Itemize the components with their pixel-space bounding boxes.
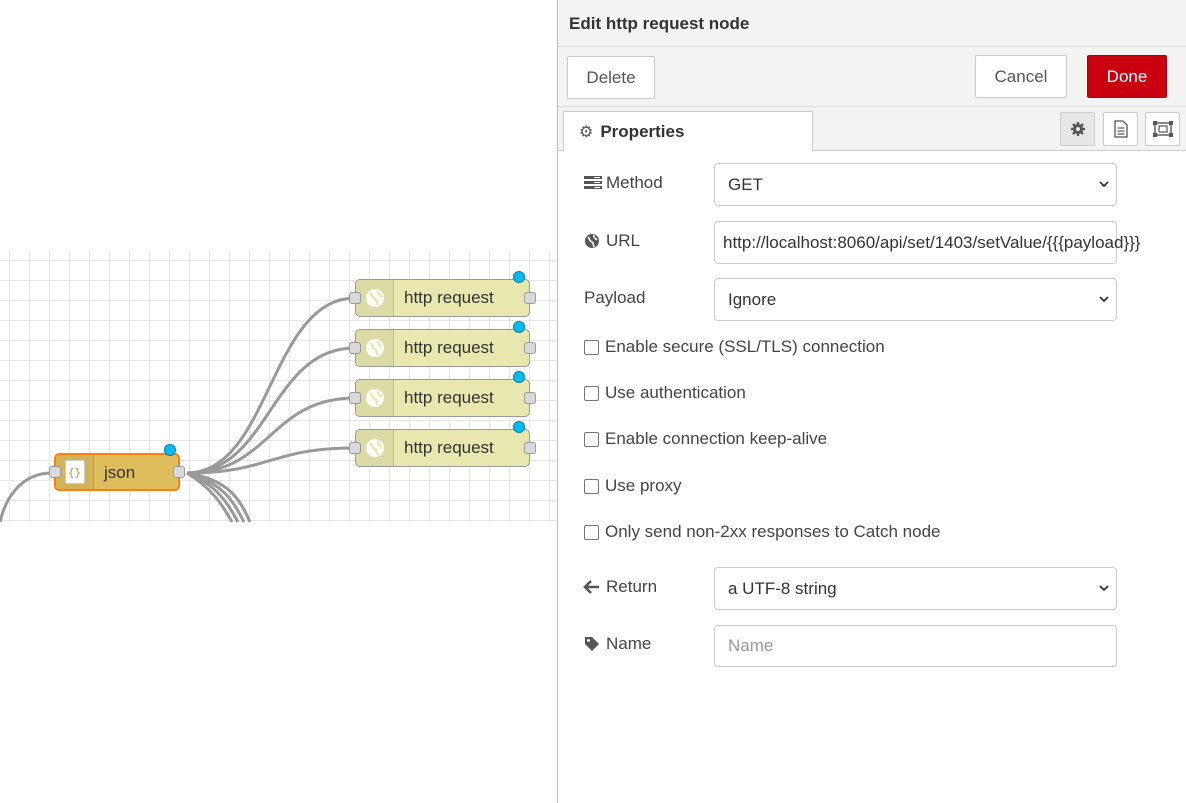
- wires: [0, 296, 356, 523]
- wire-json-to-http-4: [186, 446, 356, 475]
- node-label: json: [104, 463, 136, 482]
- node-label: http request: [404, 288, 494, 307]
- output-port[interactable]: [173, 466, 185, 478]
- chevron-down-icon: [1099, 296, 1109, 303]
- globe-icon: [584, 233, 604, 249]
- json-icon: {}: [56, 455, 94, 489]
- globe-icon: [356, 330, 394, 366]
- arrow-left-icon: [583, 580, 604, 594]
- gear-icon: ⚙: [579, 123, 594, 141]
- auth-checkbox[interactable]: [584, 385, 599, 401]
- wire-json-offscreen-4: [186, 471, 234, 523]
- url-label: URL: [584, 229, 640, 253]
- return-label: Return: [583, 575, 657, 599]
- http-request-node[interactable]: http request: [349, 371, 536, 417]
- return-select[interactable]: a UTF-8 string: [714, 567, 1117, 610]
- done-button[interactable]: Done: [1087, 55, 1167, 98]
- cancel-button[interactable]: Cancel: [975, 55, 1067, 98]
- name-input[interactable]: Name: [714, 625, 1117, 667]
- changed-indicator: [513, 421, 525, 433]
- edit-tray: Edit http request node Delete Cancel Don…: [557, 0, 1186, 803]
- tray-toolbar: Delete Cancel Done: [558, 47, 1186, 107]
- tab-label: Properties: [600, 121, 685, 141]
- chevron-down-icon: [1099, 181, 1109, 188]
- output-port[interactable]: [524, 392, 536, 404]
- wire-json-to-http-2: [186, 346, 356, 475]
- json-node[interactable]: {} json: [49, 444, 185, 491]
- payload-select[interactable]: Ignore: [714, 278, 1117, 321]
- tag-icon: [584, 636, 604, 652]
- method-select[interactable]: GET: [714, 163, 1117, 206]
- output-port[interactable]: [524, 442, 536, 454]
- auth-checkbox-row[interactable]: Use authentication: [584, 383, 746, 403]
- changed-indicator: [513, 321, 525, 333]
- ssl-checkbox[interactable]: [584, 339, 599, 355]
- input-port[interactable]: [349, 342, 361, 354]
- globe-icon: [356, 430, 394, 466]
- keepalive-checkbox[interactable]: [584, 431, 599, 447]
- chevron-down-icon: [1099, 585, 1109, 592]
- output-port[interactable]: [524, 342, 536, 354]
- node-label: http request: [404, 438, 494, 457]
- node-label: http request: [404, 388, 494, 407]
- flow-canvas[interactable]: http request http request http request h…: [0, 0, 557, 803]
- tray-title: Edit http request node: [558, 0, 1186, 47]
- input-port[interactable]: [49, 466, 61, 478]
- description-tab-icon[interactable]: [1103, 112, 1138, 146]
- non2xx-checkbox[interactable]: [584, 524, 599, 540]
- input-port[interactable]: [349, 442, 361, 454]
- input-port[interactable]: [349, 392, 361, 404]
- file-text-icon: [1113, 120, 1128, 138]
- wire-json-to-http-1: [186, 296, 356, 475]
- wire-into-json: [0, 471, 53, 523]
- proxy-checkbox-row[interactable]: Use proxy: [584, 476, 682, 496]
- http-request-node[interactable]: http request: [349, 321, 536, 367]
- keepalive-checkbox-row[interactable]: Enable connection keep-alive: [584, 429, 827, 449]
- gear-icon: [1070, 122, 1085, 136]
- tab-properties[interactable]: ⚙ Properties: [563, 111, 813, 152]
- changed-indicator: [513, 371, 525, 383]
- node-settings-tab-icon[interactable]: [1060, 112, 1095, 146]
- ssl-checkbox-row[interactable]: Enable secure (SSL/TLS) connection: [584, 337, 885, 357]
- name-label: Name: [584, 632, 651, 656]
- http-request-node[interactable]: http request: [349, 271, 536, 317]
- appearance-tab-icon[interactable]: [1145, 112, 1180, 146]
- url-input[interactable]: http://localhost:8060/api/set/1403/setVa…: [714, 221, 1140, 264]
- changed-indicator: [513, 271, 525, 283]
- proxy-checkbox[interactable]: [584, 478, 599, 494]
- tasks-icon: [584, 176, 604, 190]
- method-label: Method: [584, 171, 663, 195]
- changed-indicator: [164, 444, 176, 456]
- input-port[interactable]: [349, 292, 361, 304]
- delete-button[interactable]: Delete: [567, 56, 655, 99]
- node-label: http request: [404, 338, 494, 357]
- object-group-icon: [1152, 121, 1173, 137]
- globe-icon: [356, 280, 394, 316]
- non2xx-checkbox-row[interactable]: Only send non-2xx responses to Catch nod…: [584, 522, 940, 542]
- http-request-node[interactable]: http request: [349, 421, 536, 467]
- wire-json-to-http-3: [186, 396, 356, 475]
- payload-label: Payload: [584, 288, 646, 307]
- tray-tabs: ⚙ Properties: [558, 107, 1186, 152]
- output-port[interactable]: [524, 292, 536, 304]
- globe-icon: [356, 380, 394, 416]
